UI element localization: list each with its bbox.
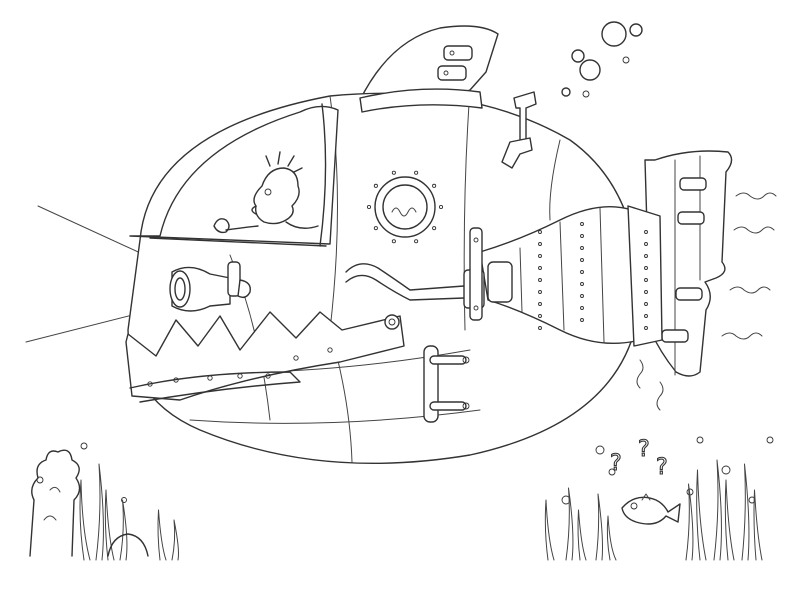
periscope	[501, 91, 537, 169]
seaweed-strand	[171, 519, 179, 561]
engine	[479, 205, 663, 347]
curious-fish: ? ? ?	[609, 436, 681, 525]
bubble	[121, 497, 127, 503]
bubble	[595, 445, 605, 455]
rivet	[538, 242, 542, 246]
seaweed-strand	[565, 487, 574, 561]
rivet	[373, 183, 378, 188]
rivet	[414, 239, 419, 244]
rivet	[207, 375, 213, 381]
bubble	[629, 23, 643, 37]
seaweed-strand	[595, 493, 603, 561]
rivet	[265, 373, 271, 379]
pilot	[213, 151, 319, 234]
rivet	[438, 204, 444, 210]
rivet	[580, 270, 584, 274]
bubble	[622, 56, 630, 64]
seaweed-strand	[157, 509, 167, 561]
bubble	[579, 59, 601, 81]
bubble	[80, 442, 88, 450]
jaw	[125, 311, 405, 403]
seaweed-strand	[104, 489, 115, 561]
rivet	[173, 377, 179, 383]
rivet	[373, 226, 378, 231]
seaweed-strand	[724, 479, 735, 561]
rivet	[432, 183, 437, 188]
rivet	[580, 318, 584, 322]
seaweed-strand	[713, 459, 722, 561]
rivet	[538, 230, 542, 234]
rivet	[237, 373, 243, 379]
rivet	[644, 314, 648, 318]
bubble	[721, 465, 731, 475]
seaweed-strand	[685, 483, 694, 561]
bubble	[571, 49, 585, 63]
rivet	[644, 302, 648, 306]
rivet	[147, 381, 153, 387]
seaweed-strand	[696, 469, 707, 561]
tail-fin	[644, 150, 733, 377]
seaweed-strand	[577, 509, 587, 561]
rivet	[644, 230, 648, 234]
seaweed-strand	[119, 499, 128, 561]
headlight	[169, 261, 251, 312]
rivet	[580, 294, 584, 298]
rivet	[580, 282, 584, 286]
rivet	[538, 326, 542, 330]
bubble	[766, 436, 774, 444]
rivet	[644, 278, 648, 282]
rivet	[644, 254, 648, 258]
rivet	[366, 204, 372, 210]
rivet	[538, 278, 542, 282]
exhaust-wiggles	[636, 192, 777, 411]
rivet	[580, 258, 584, 262]
rivet	[538, 254, 542, 258]
rivet	[644, 242, 648, 246]
rivet	[538, 302, 542, 306]
rivet	[580, 306, 584, 310]
rivet	[538, 290, 542, 294]
question-mark-3: ?	[656, 455, 668, 480]
rivet	[644, 326, 648, 330]
rivet	[432, 226, 437, 231]
rivet	[644, 266, 648, 270]
bubbles	[36, 21, 774, 505]
coral	[29, 449, 149, 557]
seaweed-strand	[79, 479, 91, 561]
rivet	[538, 314, 542, 318]
rivet	[580, 234, 584, 238]
seaweed	[79, 459, 763, 561]
bubble	[696, 436, 704, 444]
rivet	[391, 239, 396, 244]
rivet	[580, 222, 584, 226]
rivet	[414, 170, 419, 175]
rivet	[293, 355, 299, 361]
question-mark-2: ?	[638, 437, 650, 462]
hatch-latches	[423, 345, 470, 423]
rivet	[327, 347, 333, 353]
rivet	[580, 246, 584, 250]
rivet	[538, 266, 542, 270]
bubble	[608, 468, 616, 476]
seaweed-strand	[741, 463, 750, 561]
porthole	[366, 170, 444, 244]
top-fin	[359, 25, 499, 109]
bubble	[582, 90, 590, 98]
question-mark-1: ?	[610, 451, 622, 476]
seaweed-strand	[544, 499, 555, 561]
cockpit	[129, 103, 339, 247]
pipe	[345, 227, 485, 321]
seaweed-strand	[606, 515, 617, 561]
seaweed-strand	[753, 489, 763, 561]
seaweed-strand	[95, 463, 104, 561]
bubble	[561, 87, 571, 97]
bubble	[601, 21, 627, 47]
rivet	[391, 170, 396, 175]
rivet	[644, 290, 648, 294]
